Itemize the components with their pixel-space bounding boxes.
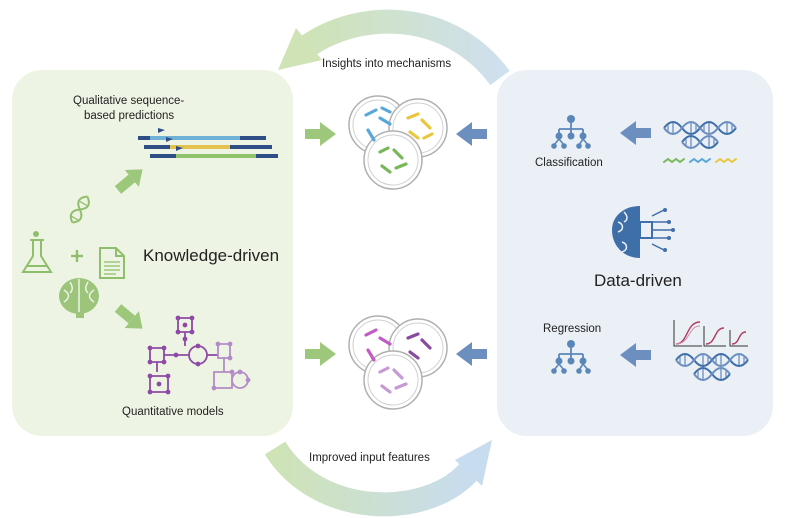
dna-green-icon <box>69 195 90 224</box>
sequence-bars-icon <box>138 128 278 158</box>
blue-arrow-to-top-cells-icon <box>456 122 487 146</box>
qualitative-label-line1: Qualitative sequence- <box>73 95 185 107</box>
green-arrow-up-right-icon <box>114 169 143 194</box>
blue-arrow-to-regression-icon <box>620 343 651 367</box>
regression-label: Regression <box>543 323 602 335</box>
blue-arrow-to-classification-icon <box>620 121 651 145</box>
top-cell-cultures-icon <box>348 95 448 190</box>
green-arrow-down-right-icon <box>114 304 143 329</box>
bottom-cell-cultures-icon <box>348 315 448 410</box>
flask-icon <box>21 231 53 273</box>
plus-icon <box>71 250 83 262</box>
ai-brain-chip-icon <box>612 206 675 258</box>
document-icon <box>99 247 125 279</box>
insights-label: Insights into mechanisms <box>322 58 452 70</box>
quantitative-models-label: Quantitative models <box>122 406 224 418</box>
sigmoid-curves-icon <box>673 320 748 347</box>
network-nodes <box>147 315 251 395</box>
improved-features-label: Improved input features <box>309 452 430 464</box>
improved-features-curved-arrow <box>264 440 492 517</box>
knowledge-driven-title: Knowledge-driven <box>143 246 280 265</box>
brain-green-icon <box>59 278 99 318</box>
data-driven-title: Data-driven <box>594 271 682 290</box>
green-arrow-to-top-cells-icon <box>305 122 336 146</box>
dna-classification-icon <box>663 121 737 164</box>
classification-label: Classification <box>535 157 603 169</box>
blue-arrow-to-bottom-cells-icon <box>456 342 487 366</box>
qualitative-label-line2: based predictions <box>84 110 175 122</box>
insights-curved-arrow <box>278 9 510 86</box>
green-arrow-to-bottom-cells-icon <box>305 342 336 366</box>
